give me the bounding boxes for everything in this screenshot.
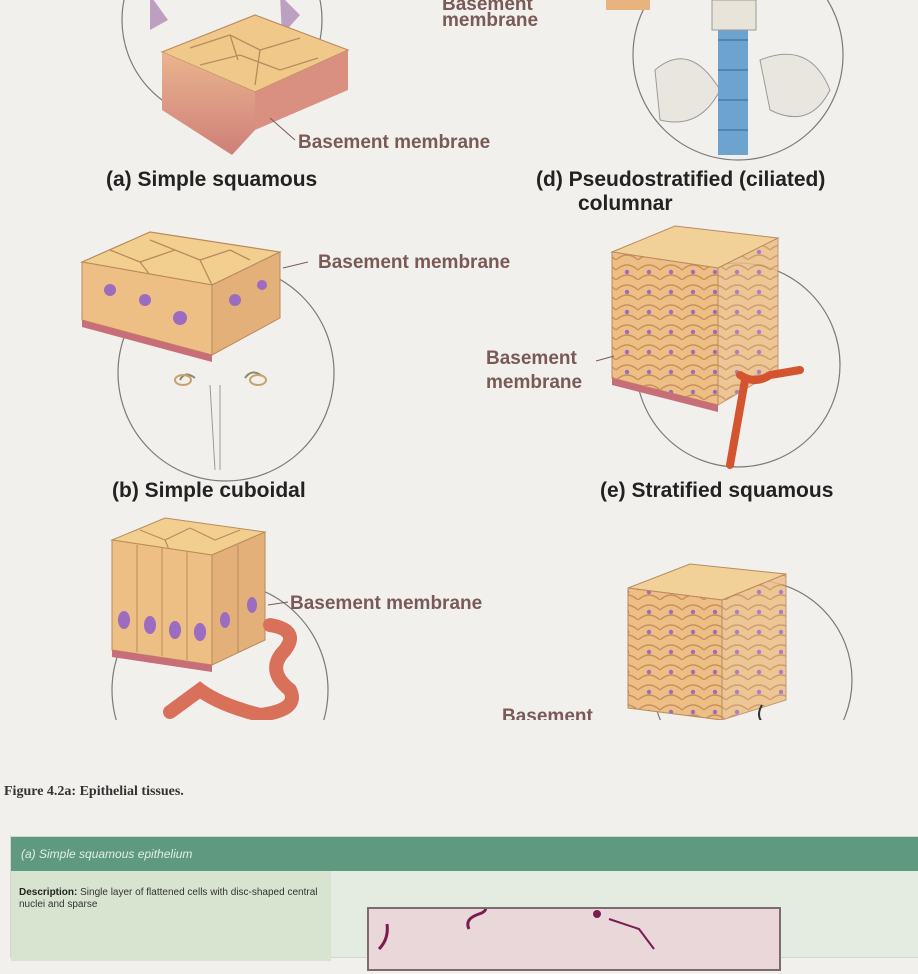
bm-label-d-line2: membrane bbox=[442, 10, 538, 32]
bm-label-f: Basement bbox=[502, 706, 593, 720]
description-label: Description: bbox=[19, 887, 77, 898]
description-text: Description: Single layer of flattened c… bbox=[19, 887, 329, 911]
micrograph-drawing bbox=[369, 909, 779, 969]
pseudostratified-illustration bbox=[606, 0, 843, 160]
caption-pseudostratified-line2: columnar bbox=[578, 192, 673, 216]
simple-cuboidal-illustration bbox=[82, 232, 334, 481]
bm-label-e-line1: Basement bbox=[486, 348, 577, 370]
stratified-squamous-illustration bbox=[596, 226, 840, 467]
micrograph-panel: (a) Simple squamous epithelium Descripti… bbox=[10, 836, 918, 958]
caption-stratified-squamous: (e) Stratified squamous bbox=[600, 479, 833, 503]
bm-label-c: Basement membrane bbox=[290, 593, 482, 615]
bm-label-e-line2: membrane bbox=[486, 372, 582, 394]
caption-pseudostratified: (d) Pseudostratified (ciliated) bbox=[536, 168, 825, 192]
caption-simple-cuboidal: (b) Simple cuboidal bbox=[112, 479, 306, 503]
panel-header: (a) Simple squamous epithelium bbox=[11, 837, 918, 871]
description-box bbox=[11, 871, 331, 961]
caption-simple-squamous: (a) Simple squamous bbox=[106, 168, 317, 192]
epithelium-diagram bbox=[0, 0, 918, 780]
micrograph-image bbox=[367, 907, 781, 971]
bm-label-b: Basement membrane bbox=[318, 252, 510, 274]
bm-label-a: Basement membrane bbox=[298, 132, 490, 154]
figure-caption: Figure 4.2a: Epithelial tissues. bbox=[4, 784, 184, 800]
